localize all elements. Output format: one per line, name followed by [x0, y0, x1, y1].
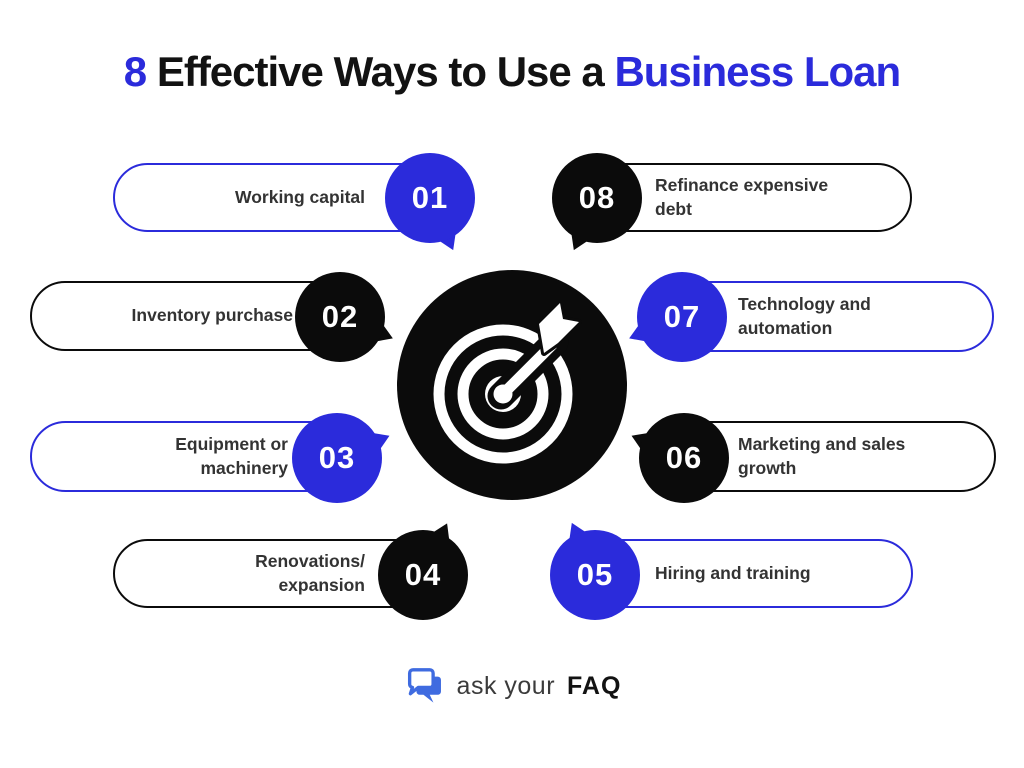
- title-middle: Effective Ways to Use a: [146, 48, 615, 95]
- pill-label: Inventory purchase: [131, 305, 293, 326]
- brand-text-bold: FAQ: [567, 671, 622, 700]
- badge-number: 06: [639, 413, 729, 503]
- brand-text-regular: ask your: [456, 671, 556, 700]
- pill-label: Technology and automation: [738, 294, 871, 338]
- pill-label: Marketing and sales growth: [738, 434, 906, 478]
- number-badge-07: 07: [637, 272, 727, 362]
- number-badge-03: 03: [292, 413, 382, 503]
- badge-number: 03: [292, 413, 382, 503]
- chat-bubbles-icon: [407, 668, 441, 703]
- number-badge-04: 04: [378, 530, 468, 620]
- badge-number: 04: [378, 530, 468, 620]
- number-badge-05: 05: [550, 530, 640, 620]
- pill-label: Hiring and training: [655, 562, 811, 583]
- number-badge-01: 01: [385, 153, 475, 243]
- badge-number: 07: [637, 272, 727, 362]
- title-highlight: Business Loan: [614, 48, 901, 95]
- badge-number: 02: [295, 272, 385, 362]
- badge-number: 01: [385, 153, 475, 243]
- number-badge-02: 02: [295, 272, 385, 362]
- center-target: [397, 270, 627, 500]
- pill-label: Refinance expensive debt: [655, 175, 829, 219]
- pill-label: Renovations/ expansion: [255, 551, 365, 595]
- pill-label: Working capital: [235, 186, 365, 207]
- badge-number: 08: [552, 153, 642, 243]
- target-dart-icon: [397, 270, 627, 500]
- title-number: 8: [123, 48, 147, 95]
- page-title: 8 Effective Ways to Use a Business Loan: [0, 48, 1024, 96]
- number-badge-06: 06: [639, 413, 729, 503]
- badge-number: 05: [550, 530, 640, 620]
- number-badge-08: 08: [552, 153, 642, 243]
- brand-logo: ask your FAQ: [0, 664, 1024, 708]
